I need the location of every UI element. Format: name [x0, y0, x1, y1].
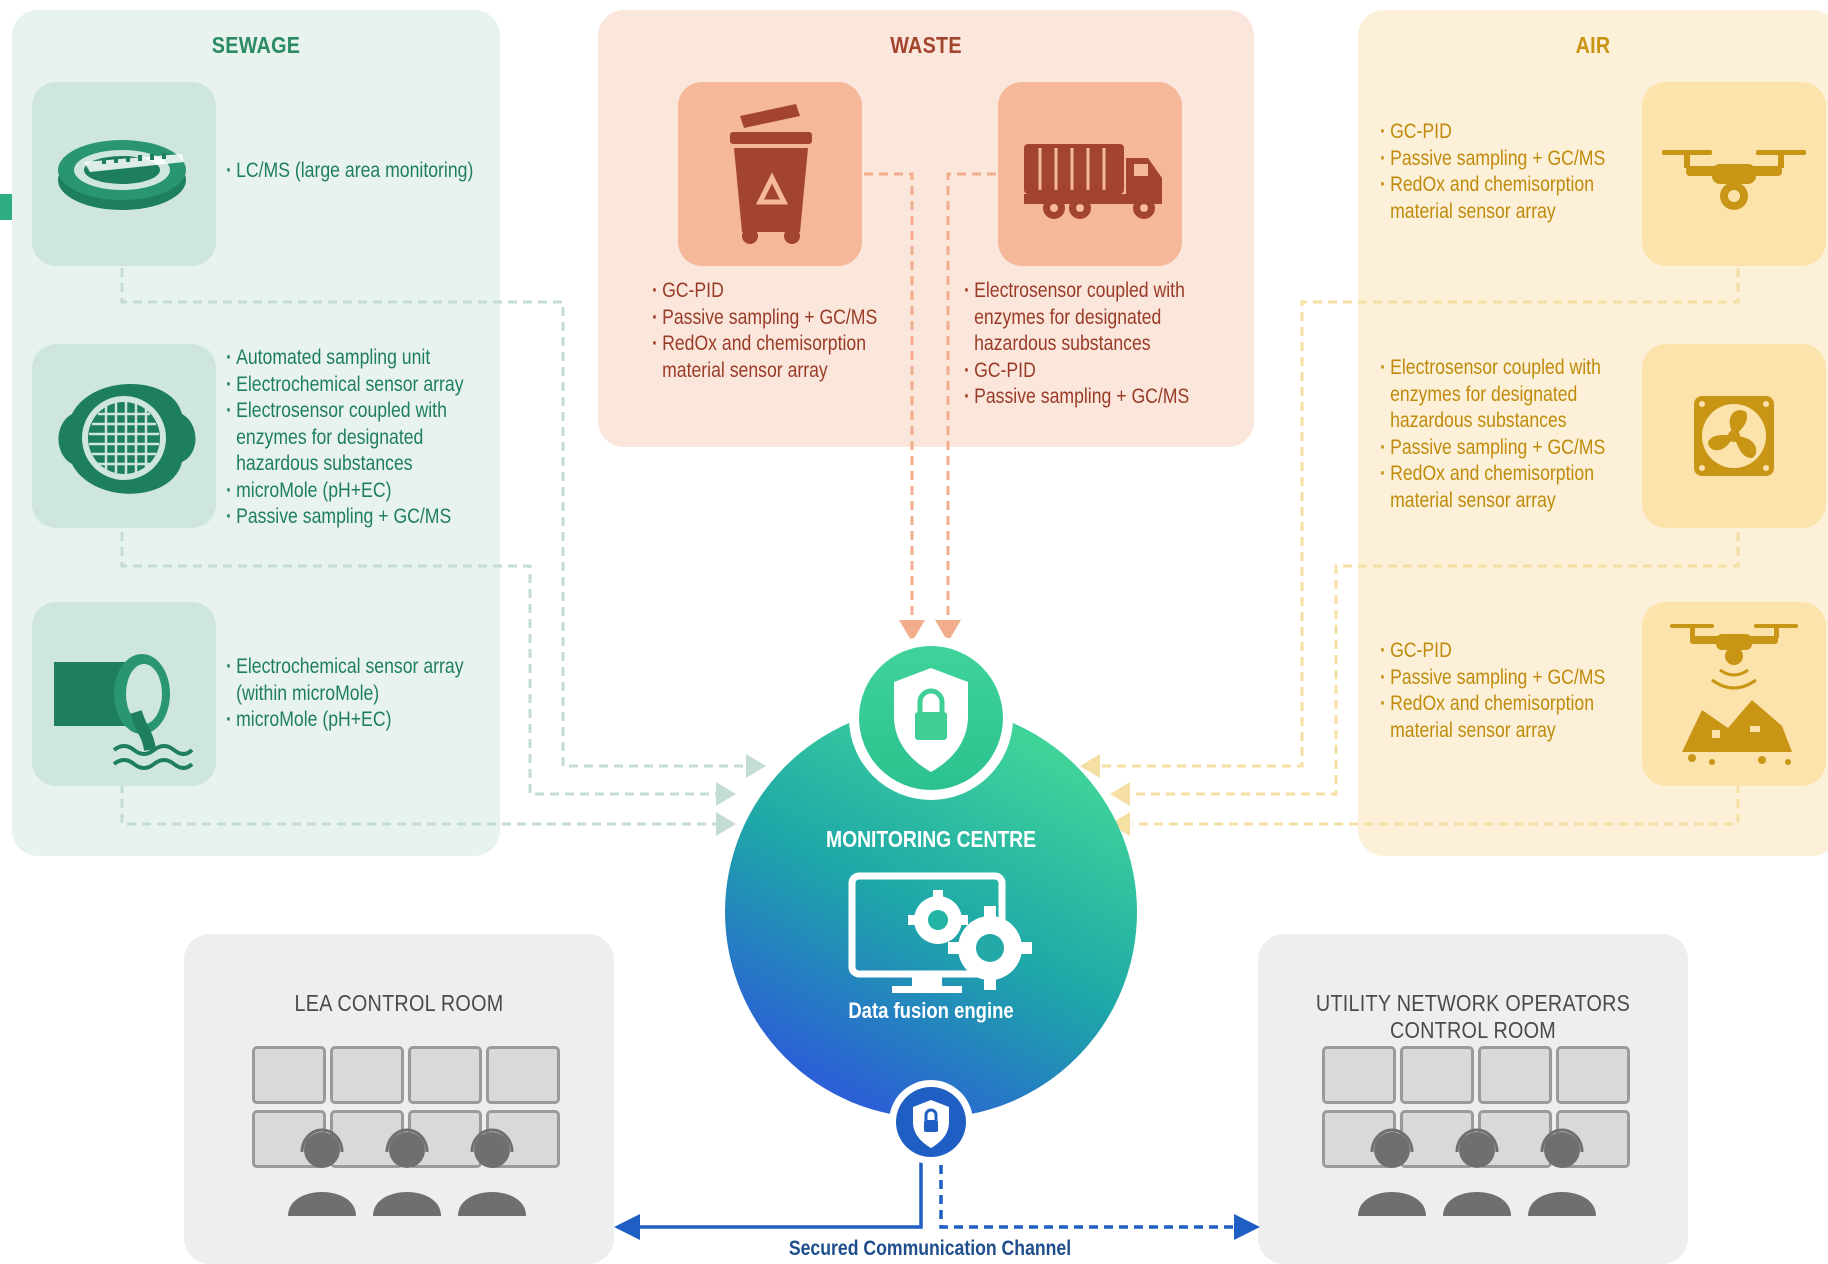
- list-item: hazardous substances: [236, 452, 413, 475]
- drone-icon: [1642, 82, 1826, 266]
- list-item: Electrochemical sensor array: [226, 372, 464, 399]
- list-item: hazardous substances: [1390, 409, 1567, 432]
- utility-video-wall: [1322, 1046, 1632, 1216]
- list-item: GC-PID: [964, 358, 1189, 385]
- monitoring-centre-circle: [725, 636, 1137, 1164]
- sewage-list-1: LC/MS (large area monitoring): [226, 158, 473, 185]
- manhole-cover-icon: [32, 344, 216, 528]
- list-item: microMole (pH+EC): [226, 478, 464, 505]
- garbage-truck-icon: [998, 82, 1182, 266]
- list-item: hazardous substances: [974, 332, 1151, 355]
- list-item: enzymes for designated: [974, 305, 1162, 329]
- sewage-title: SEWAGE: [211, 32, 301, 58]
- list-item: RedOx and chemisorption: [1380, 172, 1605, 199]
- sewage-connectors: [120, 268, 760, 826]
- sewage-arrowheads: [716, 754, 766, 836]
- list-item: microMole (pH+EC): [226, 707, 464, 734]
- list-item: LC/MS (large area monitoring): [226, 158, 473, 185]
- list-item: Electrosensor coupled with: [1380, 355, 1605, 382]
- discharge-pipe-icon: [32, 602, 216, 786]
- waste-list-1: GC-PID Passive sampling + GC/MS RedOx an…: [652, 278, 877, 384]
- waste-title: WASTE: [890, 32, 962, 58]
- list-item: GC-PID: [1380, 119, 1605, 146]
- air-list-2: Electrosensor coupled with enzymes for d…: [1380, 355, 1605, 514]
- data-fusion-engine-label: Data fusion engine: [848, 998, 1014, 1023]
- air-connectors: [1102, 268, 1740, 826]
- recycle-bin-icon: [678, 82, 862, 266]
- list-item: Electrosensor coupled with: [964, 278, 1189, 305]
- list-item: RedOx and chemisorption: [1380, 691, 1605, 718]
- list-item: Electrosensor coupled with: [226, 398, 464, 425]
- list-item: Passive sampling + GC/MS: [1380, 665, 1605, 692]
- air-list-3: GC-PID Passive sampling + GC/MS RedOx an…: [1380, 638, 1605, 744]
- operator-icon: [1358, 1128, 1596, 1216]
- list-item: Passive sampling + GC/MS: [1380, 146, 1605, 173]
- list-item: Passive sampling + GC/MS: [226, 504, 464, 531]
- list-item: Passive sampling + GC/MS: [652, 305, 877, 332]
- list-item: (within microMole): [236, 681, 380, 705]
- lea-control-room-title: LEA CONTROL ROOM: [294, 990, 504, 1016]
- list-item: GC-PID: [652, 278, 877, 305]
- list-item: enzymes for designated: [1390, 382, 1578, 406]
- list-item: GC-PID: [1380, 638, 1605, 665]
- list-item: Automated sampling unit: [226, 345, 464, 372]
- list-item: Electrochemical sensor array: [226, 654, 464, 681]
- air-title: AIR: [1575, 32, 1611, 58]
- list-item: material sensor array: [1390, 199, 1556, 223]
- sewage-list-3: Electrochemical sensor array (within mic…: [226, 654, 464, 734]
- list-item: Passive sampling + GC/MS: [1380, 435, 1605, 462]
- air-arrowheads: [1080, 754, 1130, 836]
- sewage-list-2: Automated sampling unit Electrochemical …: [226, 345, 464, 531]
- secured-channel-lines: [614, 1150, 1260, 1240]
- list-item: material sensor array: [662, 358, 828, 382]
- air-list-1: GC-PID Passive sampling + GC/MS RedOx an…: [1380, 119, 1605, 225]
- lea-video-wall: [252, 1046, 562, 1216]
- waste-connectors: [864, 172, 996, 620]
- monitoring-centre-title: MONITORING CENTRE: [825, 826, 1037, 852]
- waste-list-2: Electrosensor coupled with enzymes for d…: [964, 278, 1189, 411]
- secured-channel-label: Secured Communication Channel: [788, 1237, 1072, 1260]
- drone-scanning-debris-icon: [1642, 602, 1826, 786]
- operator-icon: [288, 1128, 526, 1216]
- ventilation-fan-icon: [1642, 344, 1826, 528]
- list-item: Passive sampling + GC/MS: [964, 384, 1189, 411]
- list-item: RedOx and chemisorption: [652, 331, 877, 358]
- list-item: material sensor array: [1390, 718, 1556, 742]
- waste-arrowheads: [899, 620, 961, 642]
- list-item: RedOx and chemisorption: [1380, 461, 1605, 488]
- utility-control-room-title: UTILITY NETWORK OPERATORS CONTROL ROOM: [1315, 990, 1631, 1043]
- sewage-basin-icon: [32, 82, 216, 266]
- list-item: enzymes for designated: [236, 425, 424, 449]
- list-item: material sensor array: [1390, 488, 1556, 512]
- left-edge-marker: [0, 194, 12, 220]
